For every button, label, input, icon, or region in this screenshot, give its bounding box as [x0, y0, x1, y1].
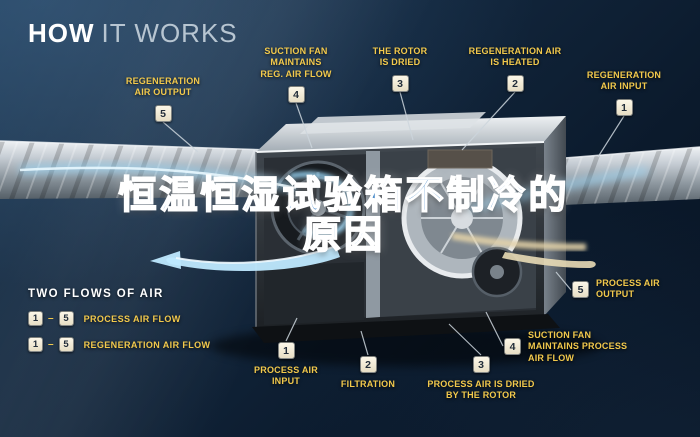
legend-heading: TWO FLOWS OF AIR [28, 288, 164, 300]
callout-label: REGENERATION AIR IS HEATED [468, 46, 562, 68]
callout-regeneration-air-heated: REGENERATION AIR IS HEATED 2 [460, 46, 570, 92]
step-badge: 1 [28, 337, 43, 352]
callout-regeneration-air-input: REGENERATION AIR INPUT 1 [570, 70, 678, 116]
callout-label: REGENERATION AIR OUTPUT [125, 76, 201, 98]
machine-body-icon [252, 112, 566, 343]
regeneration-air-swoosh [451, 232, 587, 251]
callout-regeneration-air-output: REGENERATION AIR OUTPUT 5 [110, 76, 216, 122]
overlay-title-line1: 恒温恒湿试验箱不制冷的 [118, 173, 570, 217]
step-badge: 2 [506, 74, 524, 92]
callout-rotor-is-dried: THE ROTOR IS DRIED 3 [352, 46, 448, 92]
legend-label: PROCESS AIR FLOW [83, 313, 181, 324]
step-badge: 5 [58, 337, 74, 352]
divider-panel [366, 151, 380, 318]
legend-row-process: 1 – 5 PROCESS AIR FLOW [28, 311, 210, 326]
callout-process-air-input: 1 PROCESS AIR INPUT [240, 342, 332, 388]
step-badge: 3 [472, 356, 490, 373]
step-badge: 5 [572, 280, 589, 298]
process-air-out-swoosh [166, 246, 340, 272]
legend-row-regeneration: 1 – 5 REGENERATION AIR FLOW [28, 337, 210, 352]
range-dash: – [48, 313, 54, 324]
step-badge: 4 [287, 85, 305, 103]
overlay-title: 恒温恒湿试验箱不制冷的 原因 [0, 173, 694, 257]
heater-icon [427, 149, 493, 169]
step-badge: 1 [277, 342, 295, 359]
step-badge: 1 [28, 311, 43, 326]
leader-lines [162, 91, 625, 356]
callout-filtration: 2 FILTRATION [322, 356, 414, 390]
callout-label: REGENERATION AIR INPUT [586, 70, 662, 92]
callout-suction-fan-process: 4 SUCTION FAN MAINTAINS PROCESS AIR FLOW [504, 330, 654, 364]
step-badge: 4 [504, 338, 521, 356]
callout-process-air-output: 5 PROCESS AIR OUTPUT [572, 278, 660, 301]
regeneration-fan-icon [471, 246, 523, 298]
callout-label: THE ROTOR IS DRIED [372, 46, 428, 68]
step-badge: 2 [359, 356, 377, 373]
title-primary: HOW [28, 18, 95, 48]
callout-label: PROCESS AIR OUTPUT [596, 278, 660, 300]
callout-label: SUCTION FAN MAINTAINS REG. AIR FLOW [260, 46, 332, 79]
callout-label: SUCTION FAN MAINTAINS PROCESS AIR FLOW [528, 330, 628, 363]
air-flow-icons [19, 163, 649, 272]
step-badge: 5 [154, 104, 172, 122]
step-badge: 5 [58, 311, 74, 326]
title-secondary: IT WORKS [101, 18, 238, 48]
callout-suction-fan-regeneration: SUCTION FAN MAINTAINS REG. AIR FLOW 4 [246, 46, 346, 103]
callout-label: FILTRATION [340, 379, 396, 389]
legend-label: REGENERATION AIR FLOW [83, 339, 211, 350]
legend: TWO FLOWS OF AIR 1 – 5 PROCESS AIR FLOW … [28, 288, 210, 352]
callout-label: PROCESS AIR IS DRIED BY THE ROTOR [427, 379, 535, 401]
step-badge: 1 [615, 98, 633, 116]
step-badge: 3 [391, 74, 409, 92]
overlay-title-line2: 原因 [302, 212, 385, 257]
callout-label: PROCESS AIR INPUT [254, 365, 318, 387]
range-dash: – [48, 339, 54, 350]
callout-process-air-dried: 3 PROCESS AIR IS DRIED BY THE ROTOR [402, 356, 560, 402]
